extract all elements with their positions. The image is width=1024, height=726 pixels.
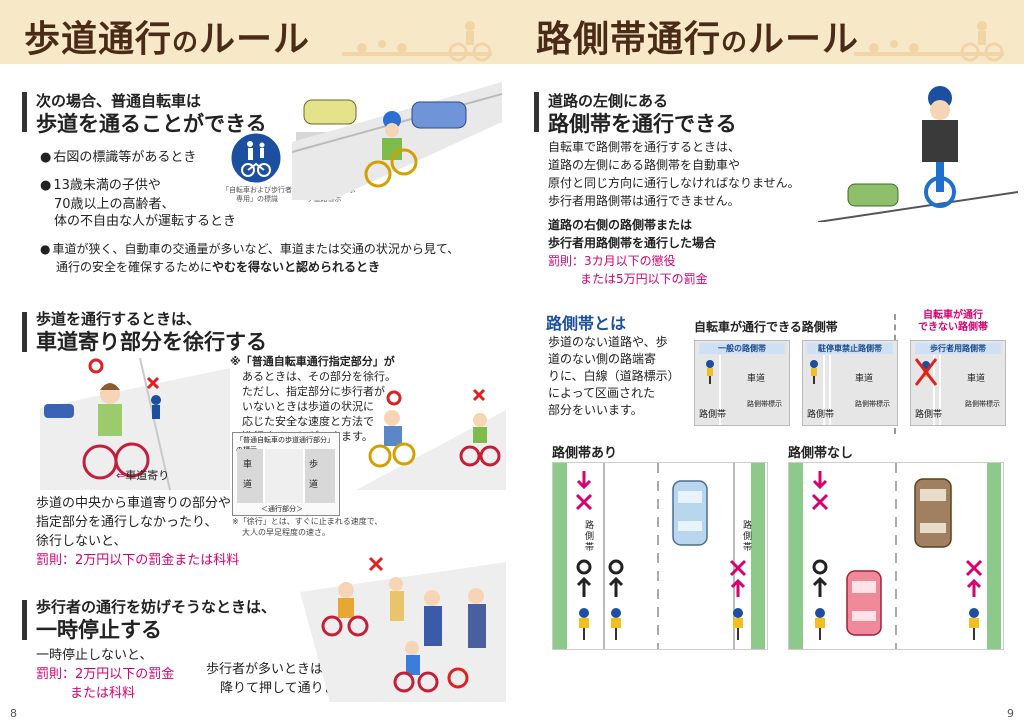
sec1-bullet-2-line2: 70歳以上の高齢者、	[54, 197, 175, 212]
prohibited-cross-icon	[915, 358, 937, 386]
r-sec1-penalty: 罰則：3カ月以下の懲役 または5万円以下の罰金	[548, 254, 708, 286]
sec1-bullet-3-line2: 通行の安全を確保するためにやむを得ないと認められるとき	[56, 260, 381, 274]
car-icon	[672, 480, 708, 546]
section-marker	[22, 92, 27, 132]
left-page: 歩道通行のルール 次の場合、普通自転車は 歩道を通ることができる 右図の標識等が…	[0, 0, 512, 726]
correct-way-mark-icon	[608, 559, 624, 597]
r-sec1-text: 自転車で路側帯を通行するときは、 道路の左側にある路側帯を自動車や 原付と同じ方…	[548, 140, 800, 208]
car-icon	[846, 570, 882, 636]
with-strip-label: 路側帯あり	[552, 446, 618, 461]
right-banner: 路側帯通行のルール	[512, 0, 1024, 64]
page-number: 8	[10, 707, 17, 720]
sec2-text: 歩道の中央から車道寄りの部分や 指定部分を通行しなかったり、 徐行しないと、 罰…	[36, 496, 240, 568]
section-marker	[22, 312, 27, 352]
sec1-bullet-2-line3: 体の不自由な人が運転するとき	[54, 214, 237, 229]
sign1-caption: 「自転車および歩行者専用」の標識	[222, 186, 292, 203]
sec1-bullet-2: 13歳未満の子供や	[40, 176, 161, 195]
page-number: 9	[1007, 707, 1014, 720]
cyclist-icon	[579, 608, 589, 640]
cyclist-icon	[815, 608, 825, 640]
bike-pedestrian-sign-icon	[228, 130, 284, 186]
pedestrians-stop-illustration	[300, 556, 506, 702]
vertical-label: 路側帯	[743, 521, 753, 553]
definition-title: 路側帯とは	[546, 314, 627, 333]
allowed-strips-title: 自転車が通行できる路側帯	[694, 320, 838, 334]
cyclists-slow-illustration	[356, 388, 506, 490]
road-without-strip	[788, 462, 1004, 650]
right-page-title: 路側帯通行のルール	[536, 19, 860, 60]
roadside-cyclist-illustration	[818, 86, 1018, 222]
road-cyclist-illustration	[292, 82, 502, 200]
vertical-label: 路側帯	[585, 521, 595, 553]
sec2-heading: 車道寄り部分を徐行する	[36, 330, 267, 354]
r-sec1-subheading: 道路の左側にある	[548, 92, 669, 110]
r-sec1-warning: 道路の右側の路側帯または 歩行者用路側帯を通行した場合	[548, 218, 717, 250]
right-page: 路側帯通行のルール 道路の左側にある 路側帯を通行できる 自転車で路側帯を通行す…	[512, 0, 1024, 726]
sec3-heading: 一時停止する	[36, 618, 162, 642]
strip-cell-no-parking: 駐停車禁止路側帯 車道 路側帯 路側帯標示	[802, 340, 898, 426]
road-with-strip: 路側帯 路側帯	[552, 462, 768, 650]
lane-box-caption: ＜通行部分＞	[261, 505, 303, 513]
toward-road-label: ⇐車道寄り	[116, 469, 170, 482]
sec1-bullet-1: 右図の標識等があるとき	[40, 148, 196, 167]
wrong-way-mark-icon	[965, 559, 983, 597]
correct-way-mark-icon	[812, 559, 828, 597]
strip-cell-general: 一般の路側帯 車道 路側帯 路側帯標示	[694, 340, 790, 426]
lane-box-bike-part	[263, 449, 305, 503]
cyclist-silhouette-icon	[342, 21, 492, 62]
wrong-way-mark-icon	[811, 471, 829, 511]
sec1-subheading: 次の場合、普通自転車は	[36, 92, 202, 110]
cyclist-icon	[706, 360, 714, 384]
wrong-way-mark-icon	[575, 471, 593, 511]
cyclist-icon	[810, 360, 818, 384]
cyclist-silhouette-icon	[854, 21, 1004, 62]
r-sec1-heading: 路側帯を通行できる	[548, 112, 737, 136]
sec1-bullet-3: 車道が狭く、自動車の交通量が多いなど、車道または交通の状況から見て、	[40, 240, 459, 259]
sidewalk-cyclist-illustration	[40, 358, 230, 490]
cyclist-icon	[969, 608, 979, 640]
slow-definition-note: ※「徐行」とは、すぐに止まれる速度で、 大人の早足程度の速さ。	[232, 517, 383, 537]
correct-way-mark-icon	[576, 559, 592, 597]
without-strip-label: 路側帯なし	[788, 446, 854, 461]
wrong-way-mark-icon	[729, 559, 747, 597]
lane-marking-box: 「普通自転車の歩道通行部分」の標示 車 道 歩 道 ＜通行部分＞	[232, 432, 340, 516]
section-marker	[22, 600, 27, 640]
left-banner: 歩道通行のルール	[0, 0, 512, 64]
cyclist-icon	[611, 608, 621, 640]
cyclist-icon	[733, 608, 743, 640]
definition-text: 歩道のない道路や、歩 道のない側の路端寄 りに、白線（道路標示） によって区画さ…	[548, 335, 680, 417]
car-icon	[914, 478, 952, 548]
not-allowed-strips-title: 自転車が通行 できない路側帯	[918, 310, 988, 333]
strip-cell-pedestrian: 歩行者用路側帯 車道 路側帯 路側帯標示	[910, 340, 1006, 426]
sec3-subheading: 歩行者の通行を妨げそうなときは、	[36, 598, 277, 616]
left-page-title: 歩道通行のルール	[24, 19, 311, 60]
sec1-heading: 歩道を通ることができる	[36, 112, 267, 136]
sec3-text: 一時停止しないと、 罰則：2万円以下の罰金 または科料	[36, 648, 175, 701]
section-marker	[534, 92, 539, 132]
sec2-subheading: 歩道を通行するときは、	[36, 310, 202, 328]
